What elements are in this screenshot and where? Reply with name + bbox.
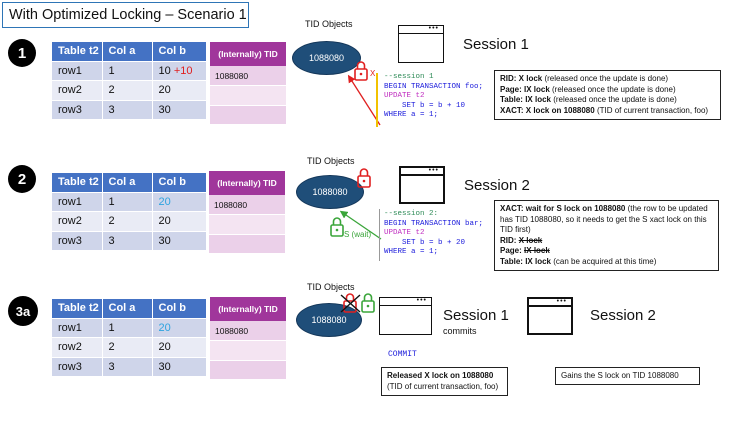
session-1-label: Session 1 bbox=[463, 36, 529, 53]
tid-objects-label: TID Objects bbox=[307, 156, 355, 166]
tid-objects-label: TID Objects bbox=[307, 282, 355, 292]
increment-value: +10 bbox=[173, 64, 193, 77]
red-lock-icon bbox=[357, 168, 371, 188]
locks-box-session-2: XACT: wait for S lock on 1088080 (the ro… bbox=[494, 200, 719, 271]
session-1-label: Session 1 bbox=[443, 307, 509, 324]
code-session-1: --session 1 BEGIN TRANSACTION foo; UPDAT… bbox=[384, 73, 484, 119]
lock-arrow bbox=[347, 74, 381, 126]
tid-object-ellipse: 1088080 bbox=[296, 175, 364, 209]
locks-box-session-1: RID: X lock (released once the update is… bbox=[494, 70, 721, 120]
tid-header: (Internally) TID bbox=[210, 42, 286, 66]
session-1-window-icon: ••• bbox=[379, 297, 432, 335]
code-session-2: --session 2: BEGIN TRANSACTION bar; UPDA… bbox=[384, 210, 484, 256]
session-2-window-icon: ••• bbox=[527, 297, 573, 335]
slide-title: With Optimized Locking – Scenario 1 bbox=[2, 2, 249, 28]
released-lock-icon bbox=[340, 293, 361, 313]
step-3a-badge: 3a bbox=[8, 296, 38, 326]
commit-code: COMMIT bbox=[388, 350, 417, 359]
green-lock-icon bbox=[361, 293, 375, 313]
tid-table-scenario-2: (Internally) TID 1088080 bbox=[209, 171, 285, 254]
code-gutter bbox=[379, 209, 380, 261]
s-wait-label: S (wait) bbox=[344, 230, 372, 239]
green-lock-icon bbox=[330, 217, 344, 237]
gains-lock-box: Gains the S lock on TID 1088080 bbox=[555, 367, 700, 385]
session-2-label: Session 2 bbox=[590, 307, 656, 324]
tid-objects-label: TID Objects bbox=[305, 19, 353, 29]
x-lock-label: X bbox=[370, 69, 376, 78]
red-lock-icon bbox=[354, 61, 368, 81]
session-2-label: Session 2 bbox=[464, 177, 530, 194]
header-col-a: Col a bbox=[102, 42, 153, 62]
header-col-b: Col b bbox=[152, 42, 207, 62]
session-2-window-icon: ••• bbox=[399, 166, 445, 204]
tid-object-ellipse: 1088080 bbox=[296, 303, 362, 337]
tid-table-scenario-1: (Internally) TID 1088080 bbox=[210, 42, 286, 125]
tid-object-ellipse: 1088080 bbox=[292, 41, 361, 75]
header-table-t2: Table t2 bbox=[52, 42, 103, 62]
step-2-badge: 2 bbox=[8, 165, 36, 193]
tid-table-scenario-3a: (Internally) TID 1088080 bbox=[210, 297, 286, 380]
wait-arrow bbox=[339, 210, 382, 240]
session-1-window-icon: ••• bbox=[398, 25, 444, 63]
commits-label: commits bbox=[443, 326, 477, 336]
step-1-badge: 1 bbox=[8, 39, 36, 67]
tid-cell: 1088080 bbox=[210, 66, 286, 86]
code-gutter bbox=[376, 73, 378, 127]
released-lock-box: Released X lock on 1088080 (TID of curre… bbox=[381, 367, 508, 396]
